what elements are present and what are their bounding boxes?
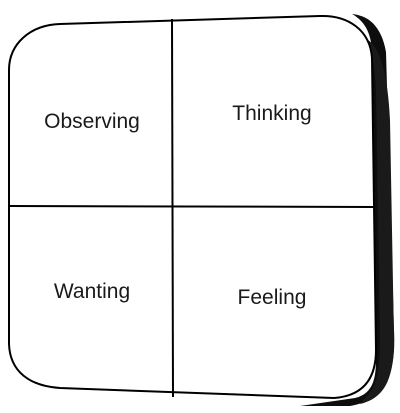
quadrant-label-thinking: Thinking [232,102,311,125]
quadrant-label-feeling: Feeling [238,286,307,309]
tile-side-shadow [360,40,394,404]
quadrant-label-wanting: Wanting [54,280,130,303]
vertical-divider [171,18,174,398]
horizontal-divider [8,205,376,208]
quadrant-label-observing: Observing [44,110,140,133]
